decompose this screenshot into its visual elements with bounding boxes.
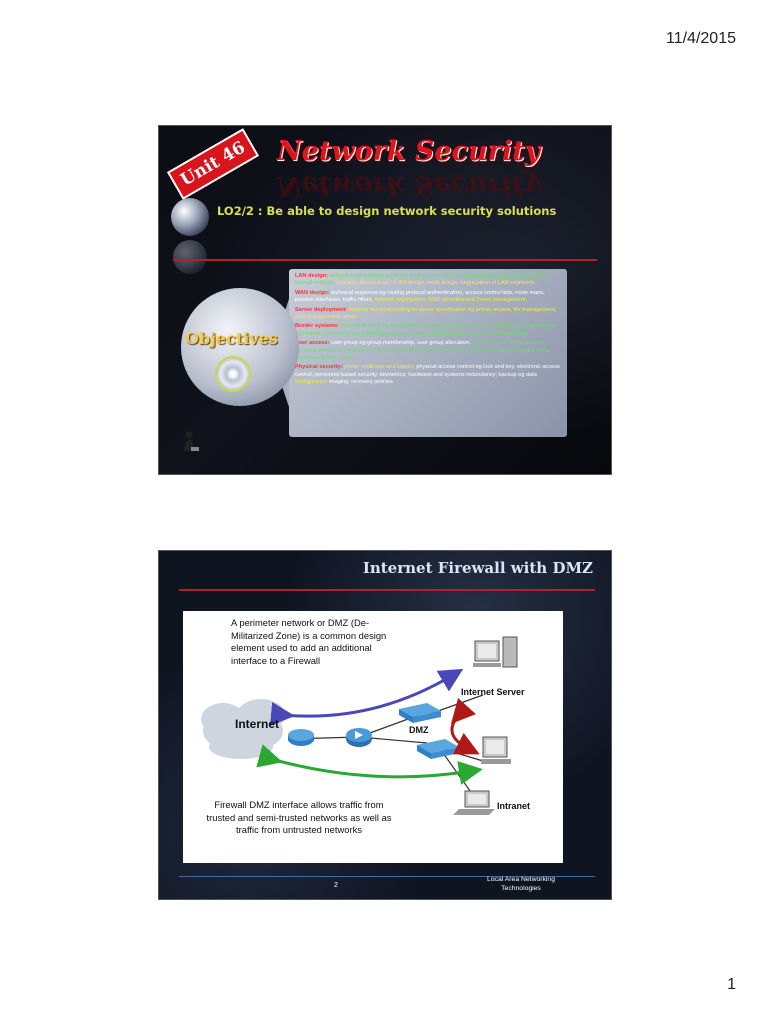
objective-lan: LAN design: network segmentation eg VLAN…: [295, 273, 549, 287]
blue-traffic-arrow: [269, 668, 464, 726]
intro-text: A perimeter network or DMZ (De-Militariz…: [231, 617, 387, 666]
objective-user: User access: user group eg group members…: [295, 340, 551, 362]
objectives-label: Objectives: [185, 329, 278, 348]
slide-title: Network Security: [277, 136, 541, 167]
slide-network-security: Unit 46 Network Security Network Securit…: [158, 125, 612, 475]
internet-label: Internet: [235, 717, 280, 731]
intranet-laptop-icon: [453, 790, 495, 815]
orb-reflection-icon: [173, 240, 207, 274]
objective-physical: Physical security: power resilience and …: [295, 364, 560, 386]
objective-server: Server deployment: security needs accord…: [295, 306, 557, 321]
objectives-panel: LAN design: network segmentation eg VLAN…: [289, 269, 567, 437]
orb-icon: [171, 198, 209, 236]
dmz-label: DMZ: [409, 725, 429, 735]
intranet-pc-icon: [481, 736, 511, 764]
dmz-network-diagram: [201, 636, 518, 815]
person-at-laptop-icon: [184, 431, 199, 451]
page-date: 11/4/2015: [666, 30, 736, 47]
footer-course: Local Area Networking Technologies: [486, 876, 555, 892]
learning-outcome: LO2/2 : Be able to design network securi…: [217, 204, 557, 218]
router-icon: [288, 729, 314, 746]
slide-number: 2: [334, 882, 338, 889]
slide-title-reflection: Network Security: [277, 170, 541, 201]
objective-wan: WAN design: technical response eg routin…: [295, 289, 545, 304]
slide-firewall-dmz: Internet Firewall with DMZ A perimeter n…: [158, 550, 612, 900]
page-number: 1: [727, 976, 736, 993]
caption-text: Firewall DMZ interface allows traffic fr…: [206, 799, 392, 836]
cd-icon: [215, 356, 251, 392]
slide-title: Internet Firewall with DMZ: [362, 559, 593, 577]
divider: [179, 589, 595, 591]
green-traffic-arrow: [256, 744, 483, 785]
firewall-icon: [346, 728, 372, 747]
intranet-switch-icon: [417, 739, 459, 759]
internet-server-label: Internet Server: [461, 687, 525, 697]
objective-border: Border systems: security devices eg fire…: [295, 323, 555, 337]
red-traffic-arrow: [450, 698, 480, 755]
internet-server-icon: [473, 636, 518, 668]
intranet-label: Intranet: [497, 801, 531, 811]
divider: [173, 259, 597, 261]
footer-rule: [179, 876, 595, 877]
